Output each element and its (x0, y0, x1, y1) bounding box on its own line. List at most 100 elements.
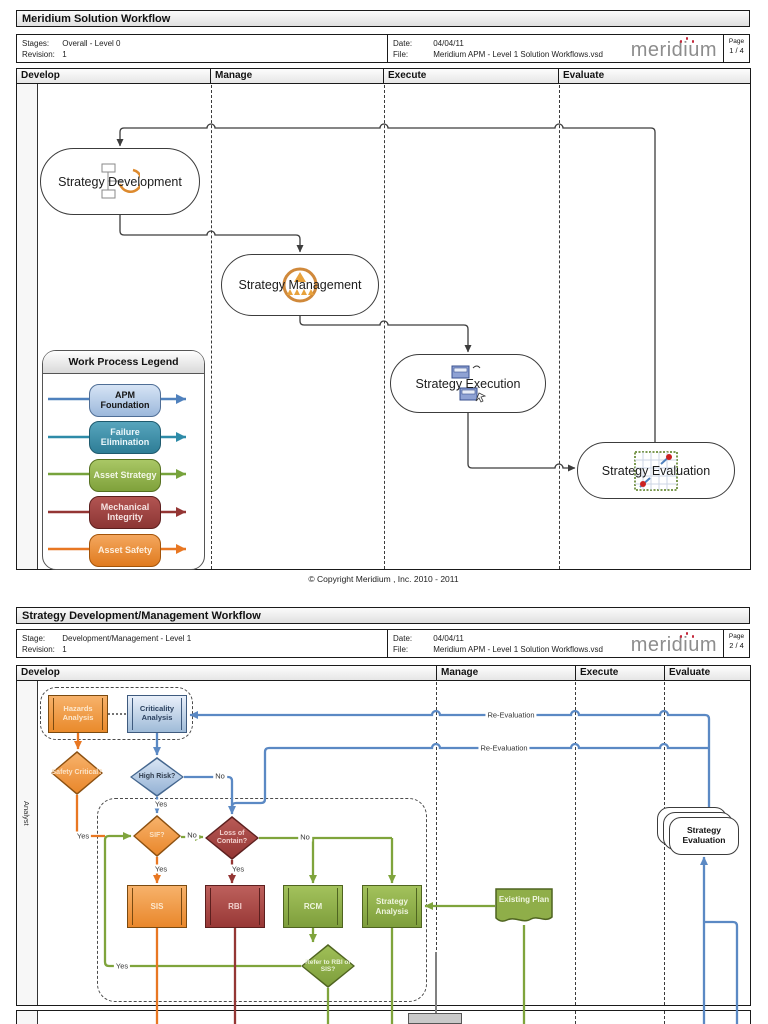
node-rbi: RBI (205, 885, 265, 928)
node-strategy-management: Strategy Management (221, 254, 379, 316)
stages-value: Overall - Level 0 (62, 39, 121, 48)
date-row: Date: 04/04/11 (393, 39, 464, 48)
page-value: 1 / 4 (729, 46, 744, 55)
logo-dot-icon (679, 40, 683, 43)
side-bar (288, 888, 289, 925)
file-value: Meridium APM - Level 1 Solution Workflow… (433, 50, 603, 59)
file-row: File: Meridium APM - Level 1 Solution Wo… (393, 50, 603, 59)
legend-item-apm-foundation: APM Foundation (89, 384, 161, 417)
lane-evaluate: Evaluate (664, 665, 751, 681)
node-strategy-development: Strategy Development (40, 148, 200, 215)
date-label: Date: (393, 39, 413, 48)
no-label: No (298, 832, 312, 842)
revision-row: Revision: 1 (22, 50, 67, 59)
stage-row: Stage: Development/Management - Level 1 (22, 634, 191, 643)
revision-row: Revision: 1 (22, 645, 67, 654)
work-process-legend: Work Process Legend APM Foundation Failu… (42, 350, 205, 570)
page-label: Page (728, 633, 745, 640)
node-criticality-analysis: Criticality Analysis (127, 695, 187, 733)
revision-label: Revision: (22, 645, 55, 654)
side-bar (102, 698, 103, 730)
logo-dot-icon (685, 632, 689, 635)
page-value: 2 / 4 (729, 641, 744, 650)
node-rcm: RCM (283, 885, 343, 928)
page-number-box: Page 1 / 4 (723, 35, 749, 62)
document-shape (495, 888, 553, 922)
node-label: Strategy Analysis (375, 897, 409, 916)
side-bar (132, 888, 133, 925)
node-label: Hazards Analysis (62, 704, 94, 722)
lane-separator (436, 682, 437, 1005)
node-label: SIS (150, 901, 164, 911)
node-label: Strategy Development (58, 174, 182, 189)
band-border (37, 681, 38, 1005)
side-bar (53, 698, 54, 730)
yes-label: Yes (113, 961, 131, 971)
copyright-text: © Copyright Meridium , Inc. 2010 - 2011 (308, 574, 459, 584)
legend-item-asset-safety: Asset Safety (89, 534, 161, 567)
date-row: Date: 04/04/11 (393, 634, 464, 643)
side-bar (132, 698, 133, 730)
lane-develop: Develop (16, 68, 211, 84)
legend-item-failure-elimination: Failure Elimination (89, 421, 161, 454)
stage-label: Stage: (22, 634, 46, 643)
date-value: 04/04/11 (433, 634, 464, 643)
stages-label: Stages: (22, 39, 50, 48)
node-label: RBI (228, 901, 242, 911)
yes-label: Yes (152, 864, 170, 874)
node-label: Existing Plan (498, 895, 550, 904)
legend-title: Work Process Legend (43, 351, 204, 374)
legend-item-mechanical-integrity: Mechanical Integrity (89, 496, 161, 529)
file-label: File: (393, 50, 409, 59)
stack-front: Strategy Evaluation (669, 817, 739, 855)
lane-separator (384, 85, 385, 569)
revision-value: 1 (62, 645, 67, 654)
side-bar (416, 888, 417, 925)
logo-dot-icon (691, 40, 695, 43)
node-label: RCM (303, 901, 323, 911)
revision-label: Revision: (22, 50, 55, 59)
lane-manage: Manage (436, 665, 576, 681)
infobar-divider (387, 630, 388, 657)
next-role-band (17, 1011, 37, 1024)
infobar-divider (387, 35, 388, 62)
decision-label: Safety Critical? (51, 769, 103, 777)
decision-label: High Risk? (138, 773, 176, 781)
band-border (37, 1011, 38, 1024)
lane-execute: Execute (575, 665, 665, 681)
node-label: Strategy Evaluation (601, 463, 711, 478)
lane-evaluate: Evaluate (558, 68, 751, 84)
legend-item-asset-strategy: Asset Strategy (89, 459, 161, 492)
node-sis: SIS (127, 885, 187, 928)
decision-high-risk: High Risk? (130, 757, 184, 797)
node-strategy-analysis: Strategy Analysis (362, 885, 422, 928)
side-bar (259, 888, 260, 925)
node-existing-plan: Existing Plan (495, 888, 553, 928)
side-bar (367, 888, 368, 925)
side-bar (210, 888, 211, 925)
page-number-box: Page 2 / 4 (723, 630, 749, 657)
decision-label: Refer to RBI or SIS? (305, 958, 351, 973)
page1-band-border (37, 84, 38, 569)
lane-separator (575, 1011, 576, 1024)
decision-label: Loss of Contain? (216, 830, 248, 845)
lane-separator (575, 682, 576, 1005)
analyst-band: Analyst (17, 681, 37, 1005)
stages-row: Stages: Overall - Level 0 (22, 39, 120, 48)
node-strategy-evaluation-stack: Strategy Evaluation (657, 807, 739, 855)
node-label: Strategy Management (238, 278, 362, 292)
page2-next-row (16, 1010, 751, 1024)
page1-infobar: Stages: Overall - Level 0 Revision: 1 Da… (16, 34, 750, 63)
logo-dot-icon (679, 635, 683, 638)
date-label: Date: (393, 634, 413, 643)
meridium-logo-text: meridium (630, 39, 717, 61)
meridium-logo-text: meridium (630, 634, 717, 656)
logo-dot-icon (685, 37, 689, 40)
file-row: File: Meridium APM - Level 1 Solution Wo… (393, 645, 603, 654)
strategy-evaluation-icon (634, 450, 678, 491)
decision-label: SIF? (149, 832, 165, 840)
node-next-row-partial (408, 1013, 462, 1024)
yes-label: Yes (74, 831, 92, 841)
lane-manage: Manage (210, 68, 384, 84)
